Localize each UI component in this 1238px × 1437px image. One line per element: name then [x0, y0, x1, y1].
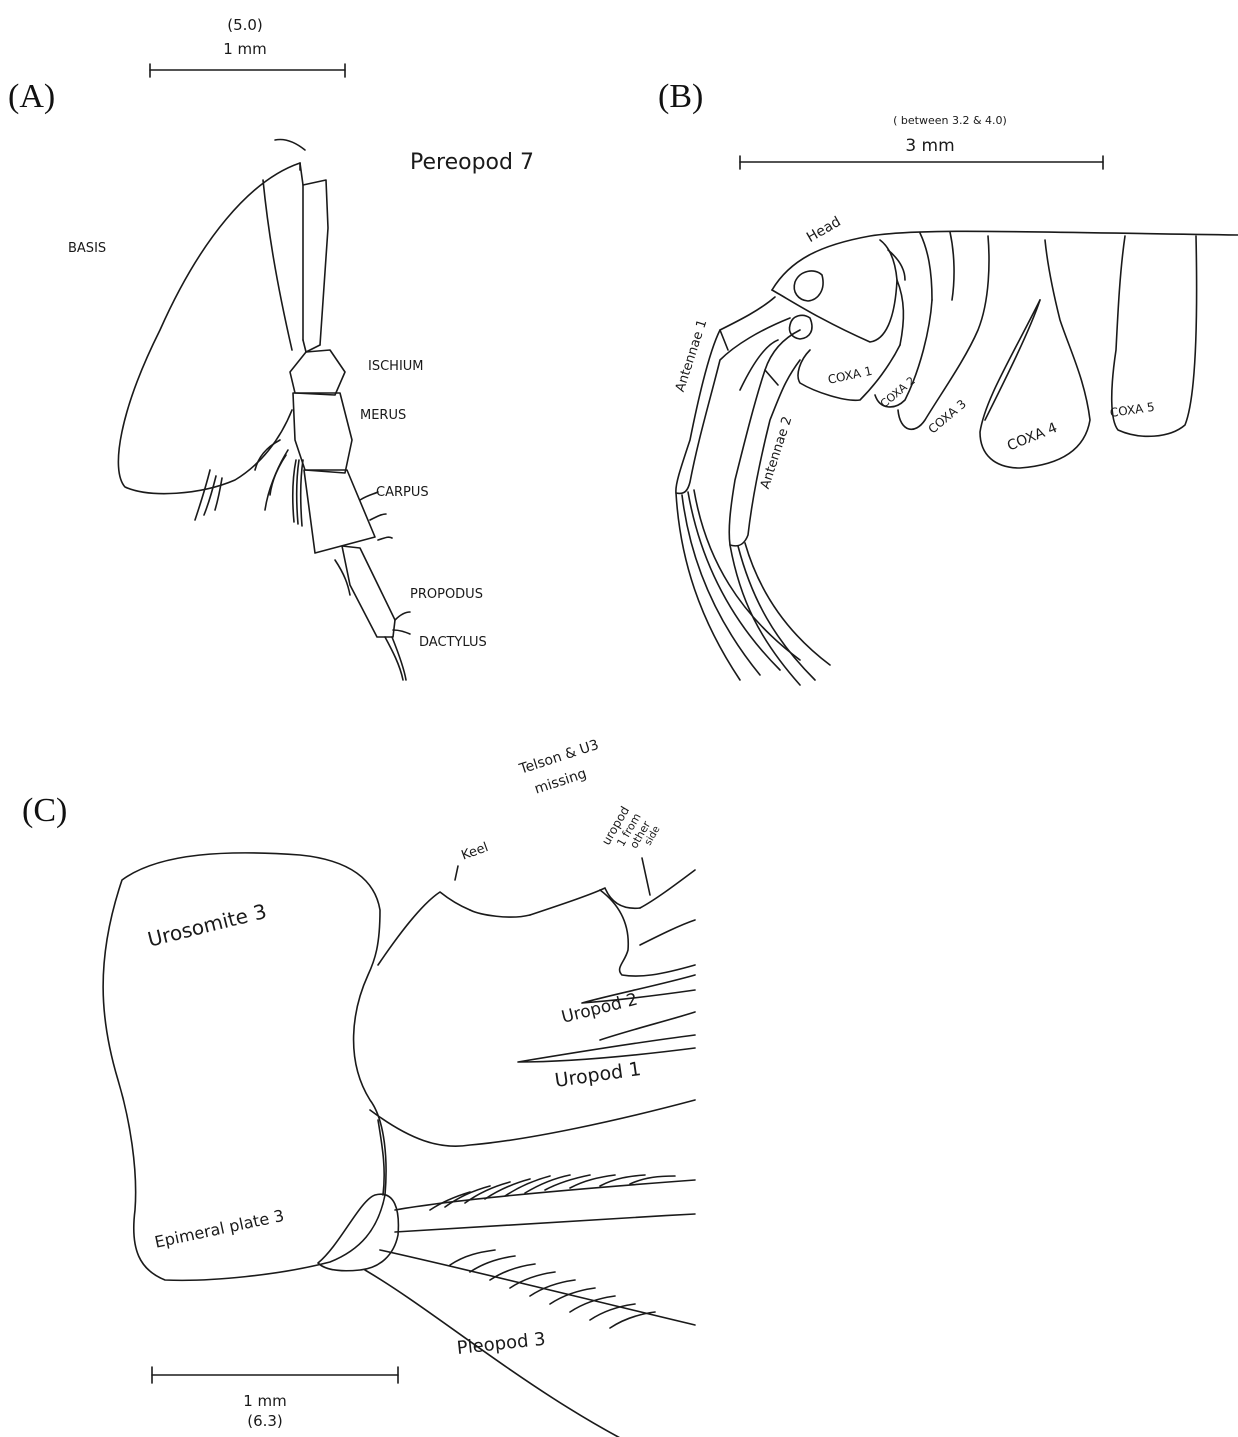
- keel-outline: [530, 888, 640, 915]
- uropod-1-outline: [518, 1035, 695, 1062]
- pleopod-3-base: [318, 1194, 398, 1271]
- pereopod-title: Pereopod 7: [410, 152, 534, 174]
- coxa-3-outline: [898, 236, 989, 429]
- panel-a-scale-value: (5.0): [205, 16, 285, 34]
- ischium-segment: [290, 350, 345, 395]
- label-carpus: CARPUS: [376, 486, 429, 499]
- label-propodus: PROPODUS: [410, 588, 483, 601]
- panel-a-scale-length: 1 mm: [205, 40, 285, 58]
- panel-c-scale-bar: [152, 1367, 398, 1383]
- antennae-2-outline: [729, 330, 800, 546]
- eye-upper: [794, 271, 823, 301]
- panel-b-scale-value: ( between 3.2 & 4.0): [870, 114, 1030, 127]
- carpus-segment: [304, 470, 375, 553]
- merus-segment: [293, 393, 352, 473]
- label-basis: BASIS: [68, 242, 106, 255]
- panel-b-scale-length: 3 mm: [870, 136, 990, 156]
- head-outline: [772, 240, 897, 342]
- panel-a-letter: (A): [8, 80, 55, 114]
- label-merus: MERUS: [360, 409, 406, 422]
- amphipod-body-drawing: [676, 231, 1238, 685]
- label-dactylus: DACTYLUS: [419, 636, 487, 649]
- panel-a-scale-bar: [150, 64, 345, 77]
- panel-b-letter: (B): [658, 80, 703, 114]
- panel-b-scale-bar: [740, 156, 1103, 169]
- eye-lower: [789, 315, 811, 339]
- panel-c-scale-length: 1 mm: [215, 1392, 315, 1410]
- panel-c-letter: (C): [22, 794, 67, 828]
- label-ischium: ISCHIUM: [368, 360, 424, 373]
- panel-c-scale-value: (6.3): [215, 1412, 315, 1430]
